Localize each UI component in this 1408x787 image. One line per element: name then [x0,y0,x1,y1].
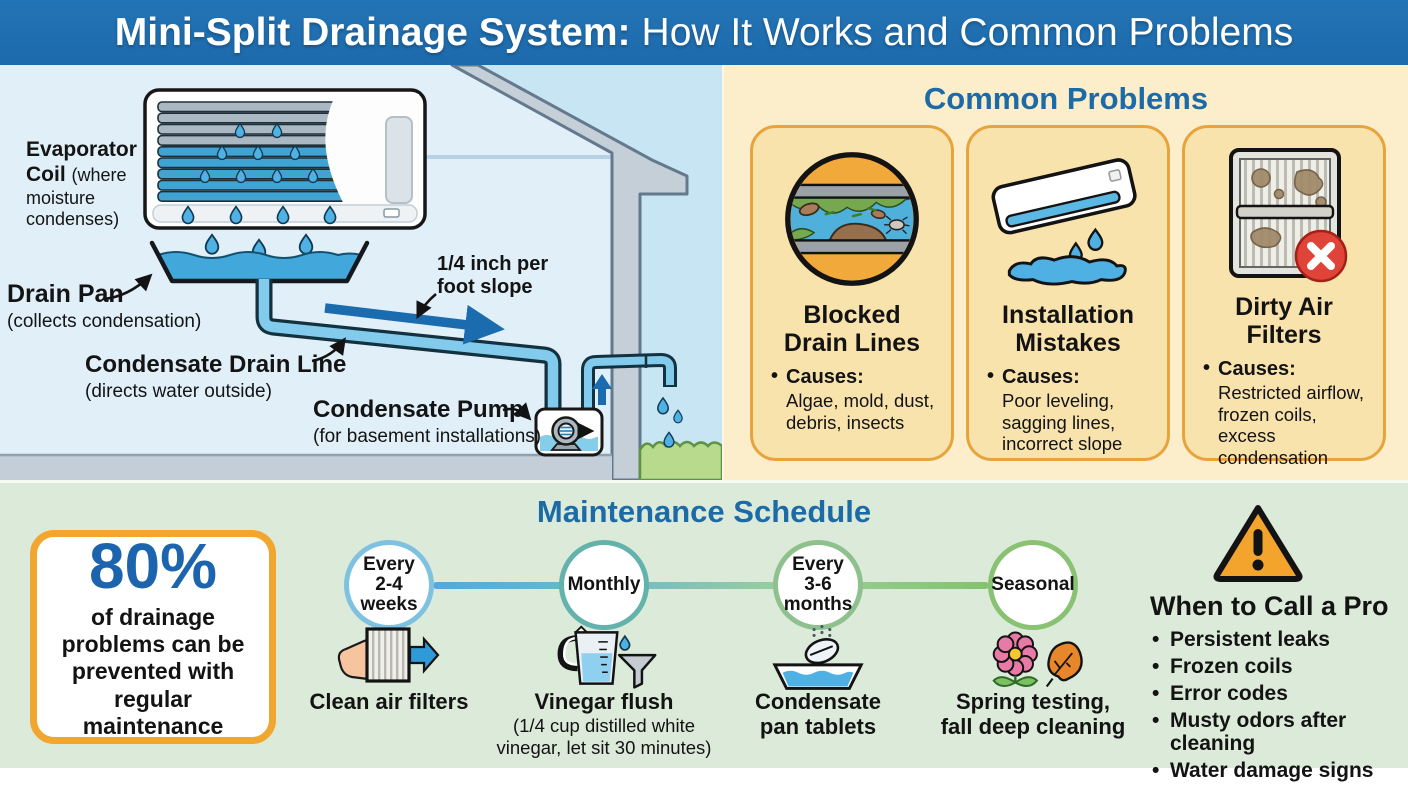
condensate-pan-tablet-icon [763,623,873,693]
drainage-diagram [0,65,722,480]
condensate-pump-label: Condensate Pump (for basement installatio… [313,396,541,448]
page-title-rest: How It Works and Common Problems [641,10,1294,54]
causes-label: Causes: [1203,357,1373,381]
leaking-unit-icon [980,140,1156,298]
card-title: Installation Mistakes [1002,301,1134,357]
pro-item: Error codes [1150,682,1398,705]
card-causes: Causes: Algae, mold, dust, debris, insec… [753,365,951,433]
stat-value: 80% [88,530,218,603]
causes-text: Poor leveling, sagging lines, incorrect … [1002,390,1123,455]
pump-impeller-lines [559,426,573,436]
bug-icon [884,215,910,235]
card-title: Dirty Air Filters [1235,293,1333,349]
task-note: (1/4 cup distilled white vinegar, let si… [496,715,712,758]
drain-line-note: (directs water outside) [85,381,272,402]
timeline-node-seasonal: Seasonal [988,540,1078,630]
pro-item: Frozen coils [1150,655,1398,678]
card-title: Blocked Drain Lines [783,301,921,357]
timeline-node-every-2-4-weeks: Every 2-4 weeks [344,540,434,630]
timeline-interval: Monthly [567,574,641,596]
drain-line-label-strong: Condensate Drain Line [85,351,347,378]
blocked-pipe-icon [779,140,925,298]
drainage-diagram-panel: Evaporator Coil (where moisture condense… [0,65,722,480]
unit-side-vent [385,116,413,204]
card-causes: Causes: Poor leveling, sagging lines, in… [969,365,1167,455]
causes-text: Algae, mold, dust, debris, insects [786,390,935,433]
timeline-node-monthly: Monthly [559,540,649,630]
title-banner: Mini-Split Drainage System: How It Works… [0,0,1408,65]
task-vinegar-flush: Vinegar flush (1/4 cup distilled white v… [472,689,736,758]
slope-label: 1/4 inch per foot slope [437,253,549,298]
outlet-pipe [581,352,677,409]
drain-line-label: Condensate Drain Line (directs water outs… [85,351,346,403]
drain-pan-label-strong: Drain Pan [7,280,124,308]
stat-box: 80% of drainage problems can be prevente… [30,530,276,744]
task-spring-fall: Spring testing, fall deep cleaning [901,689,1165,740]
evaporator-coil-label-strong: Evaporator Coil [26,138,137,186]
causes-text: Restricted airflow, frozen coils, excess… [1218,382,1364,468]
grass [638,440,722,480]
evaporator-coil-bars [157,101,365,202]
causes-label: Causes: [771,365,941,389]
pro-list: Persistent leaks Frozen coils Error code… [1118,628,1398,783]
label-arrows [102,273,532,421]
task-label: Condensate pan tablets [755,689,881,740]
error-x-badge [1294,229,1348,283]
common-problems-heading: Common Problems [923,81,1209,116]
autumn-leaf [1045,641,1083,688]
dirty-filter-icon [1209,140,1359,290]
maintenance-panel: Maintenance Schedule 80% of drainage pro… [0,480,1408,783]
air-filter-hand-icon [334,623,444,687]
page-title-strong: Mini-Split Drainage System: [114,10,631,54]
flower-leaf-icon [978,623,1088,693]
pro-item: Persistent leaks [1150,628,1398,651]
indoor-unit [143,88,427,230]
slope-flow-arrow [324,303,505,345]
when-to-call-a-pro: When to Call a Pro Persistent leaks Froz… [1118,501,1398,787]
problem-card-dirty-air-filters: Dirty Air Filters Causes: Restricted air… [1182,125,1386,468]
measuring-cup-funnel-icon [549,623,659,693]
up-flow-arrow [592,374,612,405]
common-problems-panel: Common Problems [722,65,1408,480]
causes-label: Causes: [987,365,1157,389]
stat-text: of drainage problems can be prevented wi… [61,604,245,739]
pro-item: Water damage signs [1150,759,1398,782]
task-label: Spring testing, fall deep cleaning [940,689,1126,740]
evaporator-coil-label: Evaporator Coil (where moisture condense… [26,138,142,230]
task-label: Vinegar flush [534,689,674,714]
timeline-interval: Every 2-4 weeks [360,554,418,615]
timeline-node-every-3-6-months: Every 3-6 months [773,540,863,630]
problem-card-blocked-drain-lines: Blocked Drain Lines Causes: Algae, mold,… [750,125,954,461]
warning-triangle-icon [1118,501,1398,583]
floor [0,455,612,480]
drain-pan-note: (collects condensation) [7,311,202,332]
timeline-interval: Seasonal [991,574,1075,596]
task-label: Clean air filters [309,689,469,714]
timeline-interval: Every 3-6 months [783,554,853,615]
condensate-pump [534,407,604,457]
timeline-connector [433,582,989,589]
pro-heading: When to Call a Pro [1150,591,1389,621]
condensate-pump-label-strong: Condensate Pump [313,396,524,423]
evaporator-coil-note: (where moisture condenses) [26,164,127,229]
condensate-drain-pipe [255,279,562,409]
card-causes: Causes: Restricted airflow, frozen coils… [1185,357,1383,469]
unit-indicator [383,208,400,218]
condensate-pump-note: (for basement installations) [313,426,542,447]
maintenance-heading: Maintenance Schedule [536,494,872,529]
problem-card-installation-mistakes: Installation Mistakes Causes: Poor level… [966,125,1170,461]
drain-pan-label: Drain Pan (collects condensation) [7,280,201,333]
flower [992,631,1039,687]
house-wall [450,65,689,480]
pro-item: Musty odors after cleaning [1150,709,1398,755]
task-clean-air-filters: Clean air filters [257,689,521,714]
task-condensate-pan-tablets: Condensate pan tablets [686,689,950,740]
problem-cards: Blocked Drain Lines Causes: Algae, mold,… [750,125,1386,468]
